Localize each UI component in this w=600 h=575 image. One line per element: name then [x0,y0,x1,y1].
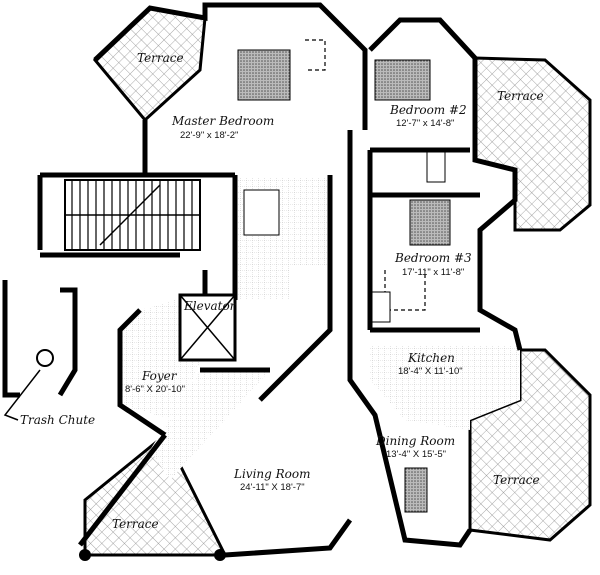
master-bed [237,49,291,101]
bedroom2-size: 12'-7" x 14'-8" [396,118,454,129]
kitchen-label: Kitchen [407,351,455,365]
bedroom2-bed [374,59,431,101]
trash-chute-icon [36,349,54,367]
bedroom2-label: Bedroom #2 [389,103,467,117]
master-bedroom-size: 22'-9" x 18'-2" [180,130,238,141]
dining-room-label: Dining Room [375,434,455,448]
elevator-shaft [178,293,237,362]
foyer-label: Foyer [141,369,178,383]
terrace-label: Terrace [112,517,159,531]
terrace-east-upper [473,56,592,232]
foyer-size: 8'-6" X 20'-10" [125,384,185,395]
terrace-label: Terrace [493,473,540,487]
trash-chute-label: Trash Chute [20,413,95,427]
tub [243,189,280,236]
elevator-label: Elevator [183,299,237,313]
trash-chute-pointer [3,369,41,421]
bedroom3-bed [409,199,451,246]
bath2-tub [426,151,446,183]
living-room-label: Living Room [233,467,311,481]
dining-table [404,467,428,513]
bath3-tub [371,291,391,323]
living-room-size: 24'-11" X 18'-7" [240,482,305,493]
bedroom3-label: Bedroom #3 [394,251,472,265]
living-hall-floor [150,370,270,480]
staircase [64,179,201,251]
terrace-label: Terrace [137,51,184,65]
bedroom3-size: 17'-11" x 11'-8" [402,267,464,278]
walls [2,2,523,558]
kitchen-size: 18'-4" X 11'-10" [398,366,463,377]
kitchen-floor [370,345,520,430]
dining-room-size: 13'-4" X 15'-5" [386,449,446,460]
terrace-label: Terrace [497,89,544,103]
master-bedroom-label: Master Bedroom [171,114,274,128]
